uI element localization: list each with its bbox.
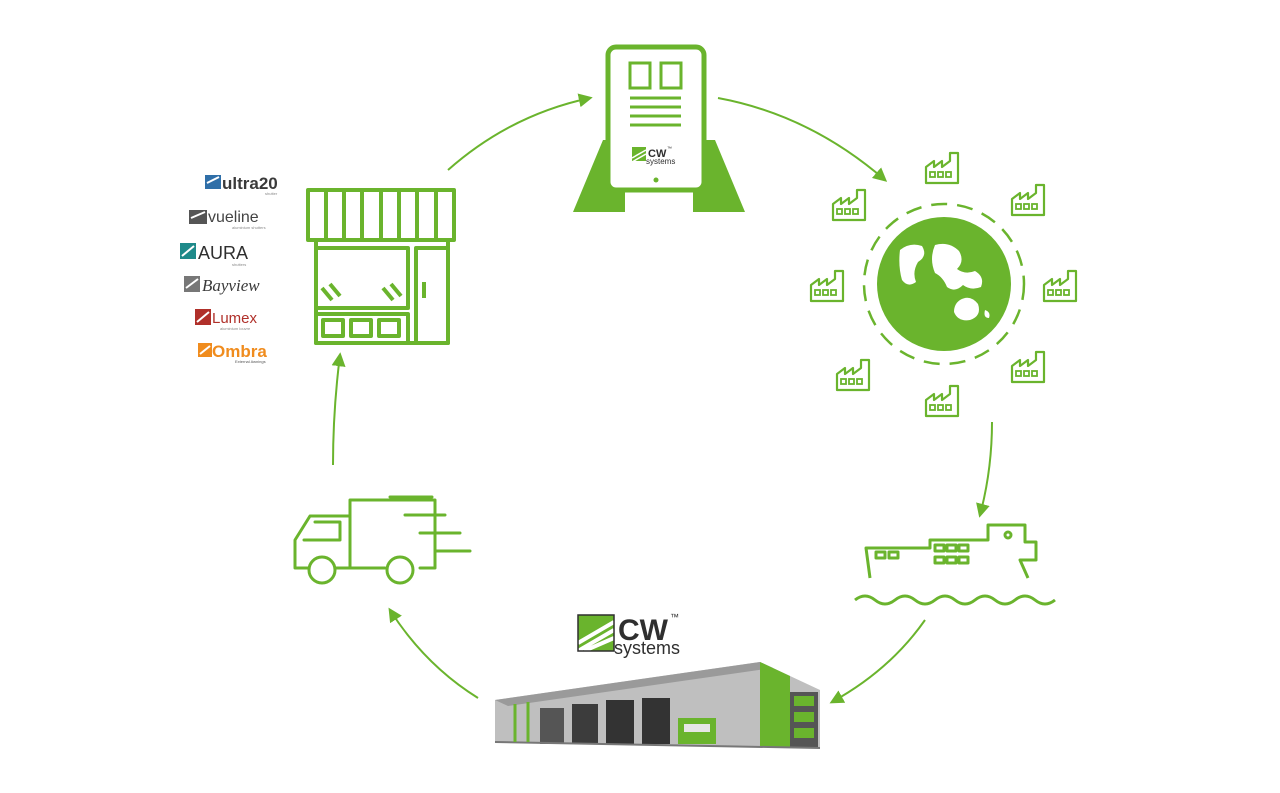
arrow-store-to-tablet [447, 93, 593, 171]
brand-bayview: Bayview [184, 276, 260, 295]
brand-ombra: Ombra External Awnings [198, 342, 267, 364]
cw-systems-logo: CW ™ systems [576, 612, 680, 658]
arrow-truck-to-store [331, 352, 346, 466]
delivery-truck-icon [293, 495, 472, 585]
warehouse-icon [494, 662, 821, 749]
arrow-warehouse-to-truck [388, 607, 479, 699]
brand-name: AURA [198, 243, 248, 263]
factory-icon [1010, 350, 1046, 384]
brand-aura: AURA shutters [180, 243, 248, 267]
brand-subtitle: shutters [232, 262, 246, 267]
factory-icon [924, 151, 960, 185]
factory-icon [835, 358, 871, 392]
arrow-factories-to-ship [976, 421, 993, 518]
brand-logo-list: ultra20 shutter vueline aluminium shutte… [180, 174, 278, 364]
brand-name: Ombra [212, 342, 267, 361]
factory-icon [831, 188, 867, 222]
factory-icon [809, 269, 845, 303]
retail-store-icon [306, 188, 456, 345]
tablet-order-icon: CW ™ systems [573, 44, 745, 212]
brand-name: ultra20 [222, 174, 278, 193]
brand-lumex: Lumex aluminium louvre [195, 309, 258, 331]
factory-icon [924, 384, 960, 418]
brand-name: Bayview [202, 276, 260, 295]
cargo-ship-icon [854, 523, 1056, 606]
warehouse-logo-tm: ™ [670, 612, 679, 622]
factory-icon [1010, 183, 1046, 217]
brand-name: Lumex [212, 310, 258, 327]
warehouse-logo-systems: systems [614, 638, 680, 658]
warehouse-logo-cw: CW [618, 614, 669, 647]
arrow-ship-to-warehouse [829, 619, 926, 704]
tablet-logo-systems: systems [646, 157, 675, 166]
brand-subtitle: shutter [265, 191, 278, 196]
global-factories-icon [809, 151, 1078, 418]
brand-subtitle: aluminium louvre [220, 326, 251, 331]
brand-subtitle: External Awnings [235, 359, 266, 364]
globe-icon [877, 217, 1011, 351]
factory-icon [1042, 269, 1078, 303]
arrow-tablet-to-factories [717, 97, 888, 182]
tablet-logo-tm: ™ [667, 146, 672, 152]
brand-subtitle: aluminium shutters [232, 225, 266, 230]
cycle-arrows [331, 93, 993, 704]
tablet-cw-logo: CW ™ systems [631, 146, 675, 166]
tablet-logo-cw: CW [648, 148, 667, 160]
brand-vueline: vueline aluminium shutters [189, 209, 266, 230]
brand-name: vueline [208, 209, 259, 226]
brand-ultra20: ultra20 shutter [205, 174, 278, 196]
